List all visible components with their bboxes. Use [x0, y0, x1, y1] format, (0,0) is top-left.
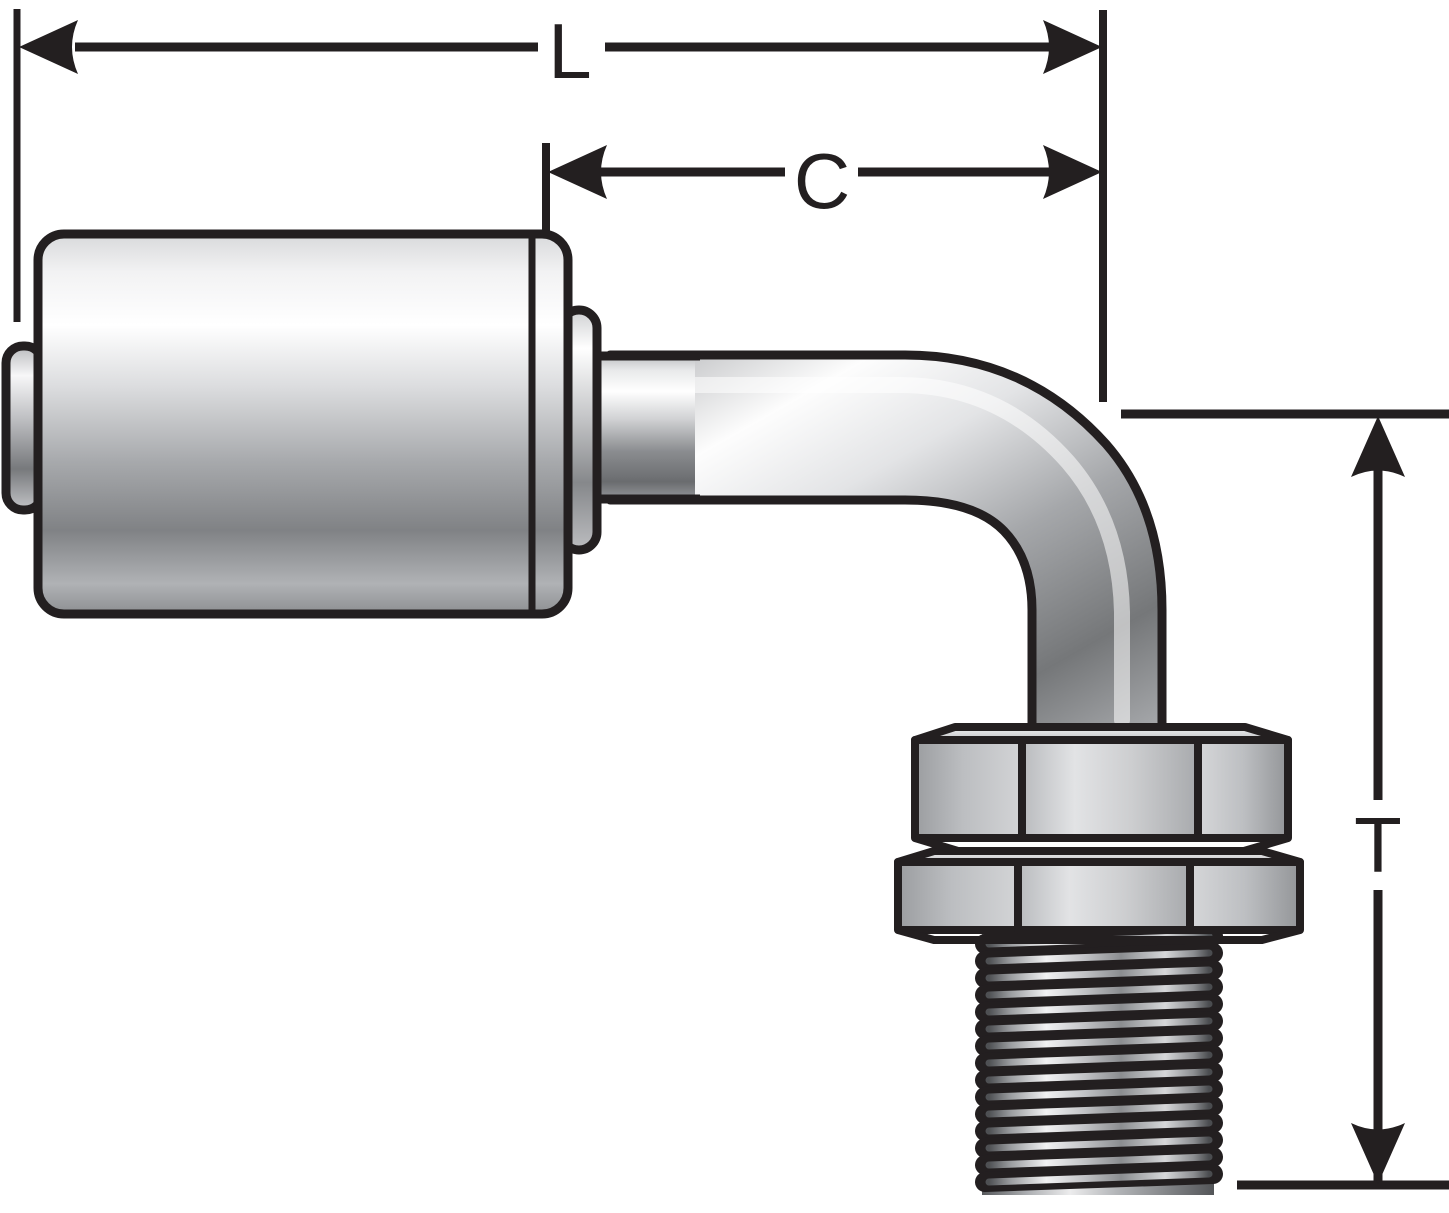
dimension-label-C: C	[794, 137, 850, 225]
thread-turn	[975, 1028, 1223, 1056]
thread-turn	[975, 1011, 1223, 1039]
fitting-body	[1, 229, 1304, 1195]
thread-turn	[975, 1164, 1223, 1192]
thread-turn	[975, 1147, 1223, 1175]
dimension-lines: L C	[13, 7, 1449, 1190]
bend-highlight	[632, 377, 1130, 728]
male-thread	[975, 926, 1223, 1195]
thread-turn	[975, 1045, 1223, 1073]
lower-hex-nut	[894, 847, 1304, 944]
dim-T-arrow-bottom	[1351, 1123, 1405, 1184]
dimension-L: L	[19, 7, 1102, 95]
dimension-label-L: L	[548, 7, 591, 95]
elbow-bend	[605, 350, 1167, 753]
dim-C-arrow-right	[1043, 145, 1102, 199]
dimension-T: T	[1121, 409, 1449, 1190]
thread-turn	[975, 1096, 1223, 1124]
dimension-C: C	[548, 137, 1102, 225]
dim-T-arrow-top	[1351, 416, 1405, 477]
dim-C-arrow-left	[548, 145, 607, 199]
thread-turn	[975, 1113, 1223, 1141]
thread-turn	[975, 1130, 1223, 1158]
thread-turn	[975, 1062, 1223, 1090]
dim-L-arrow-right	[1043, 20, 1102, 74]
upper-hex-nut	[911, 723, 1292, 855]
dimension-label-T: T	[1354, 801, 1402, 889]
bend-body	[605, 350, 1167, 753]
hose-ferrule	[33, 229, 573, 619]
dim-L-arrow-left	[19, 20, 78, 74]
thread-turn	[975, 960, 1223, 988]
thread-turn	[975, 943, 1223, 971]
thread-turn	[975, 1079, 1223, 1107]
thread-turn	[975, 977, 1223, 1005]
thread-turn	[975, 994, 1223, 1022]
